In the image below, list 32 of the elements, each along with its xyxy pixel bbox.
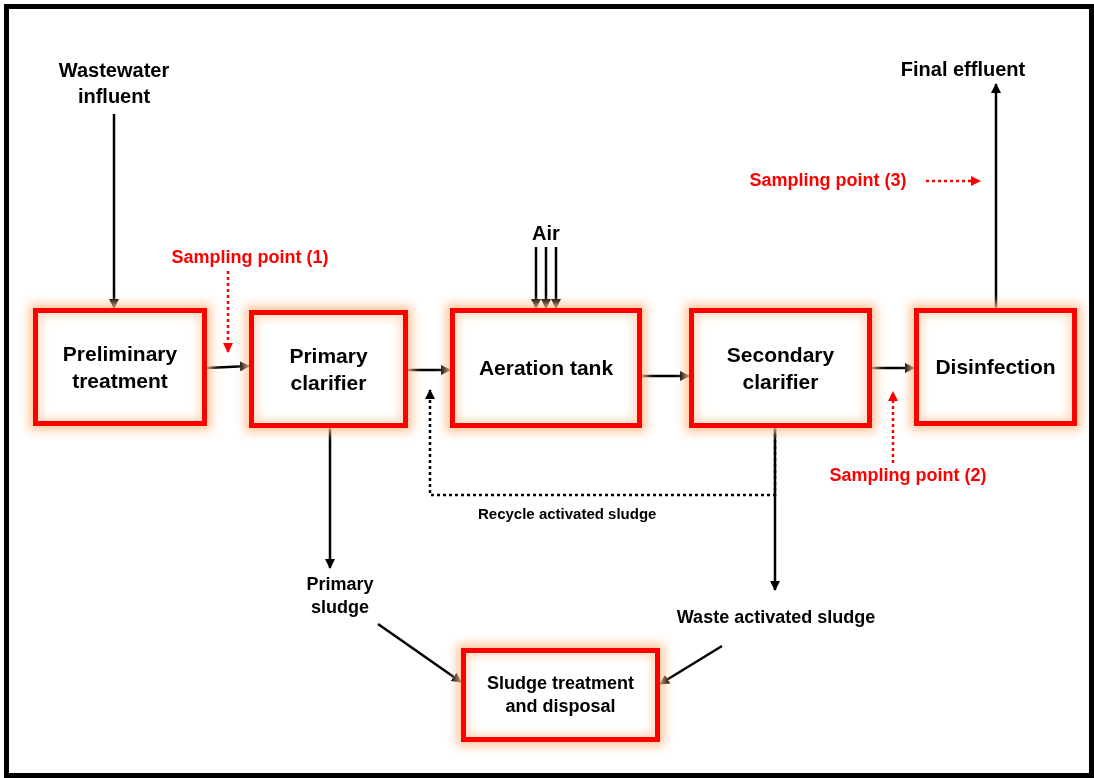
- flow-label: Primary sludge: [305, 572, 375, 619]
- arrow: [659, 644, 723, 686]
- flow-label: Waste activated sludge: [676, 606, 876, 630]
- sampling-point-label: Sampling point (1): [171, 246, 329, 270]
- process-box: Sludge treatment and disposal: [461, 648, 660, 742]
- arrow: [377, 622, 462, 684]
- process-box: Secondary clarifier: [689, 308, 872, 428]
- flow-label: Air: [532, 221, 560, 246]
- process-box: Primary clarifier: [249, 310, 408, 428]
- arrow: [551, 247, 561, 309]
- dashed-arrow: [926, 176, 981, 186]
- edge-label: Recycle activated sludge: [476, 505, 659, 522]
- arrow: [991, 83, 1001, 308]
- process-box: Preliminary treatment: [33, 308, 207, 426]
- dashed-arrow: [223, 271, 233, 353]
- arrow: [109, 114, 119, 309]
- dashed-arrow: [425, 389, 777, 497]
- arrow: [408, 365, 451, 375]
- arrow: [872, 363, 915, 373]
- arrow: [531, 247, 541, 309]
- process-box: Disinfection: [914, 308, 1077, 426]
- arrow: [770, 428, 780, 591]
- arrow: [541, 247, 551, 309]
- flow-label: Final effluent: [900, 57, 1026, 82]
- arrow: [206, 361, 250, 372]
- dashed-arrow: [888, 391, 898, 463]
- arrow: [325, 428, 335, 569]
- process-box: Aeration tank: [450, 308, 642, 428]
- sampling-point-label: Sampling point (2): [829, 464, 987, 488]
- arrow: [642, 371, 690, 381]
- sampling-point-label: Sampling point (3): [749, 169, 907, 193]
- flow-label: Wastewater influent: [57, 58, 171, 109]
